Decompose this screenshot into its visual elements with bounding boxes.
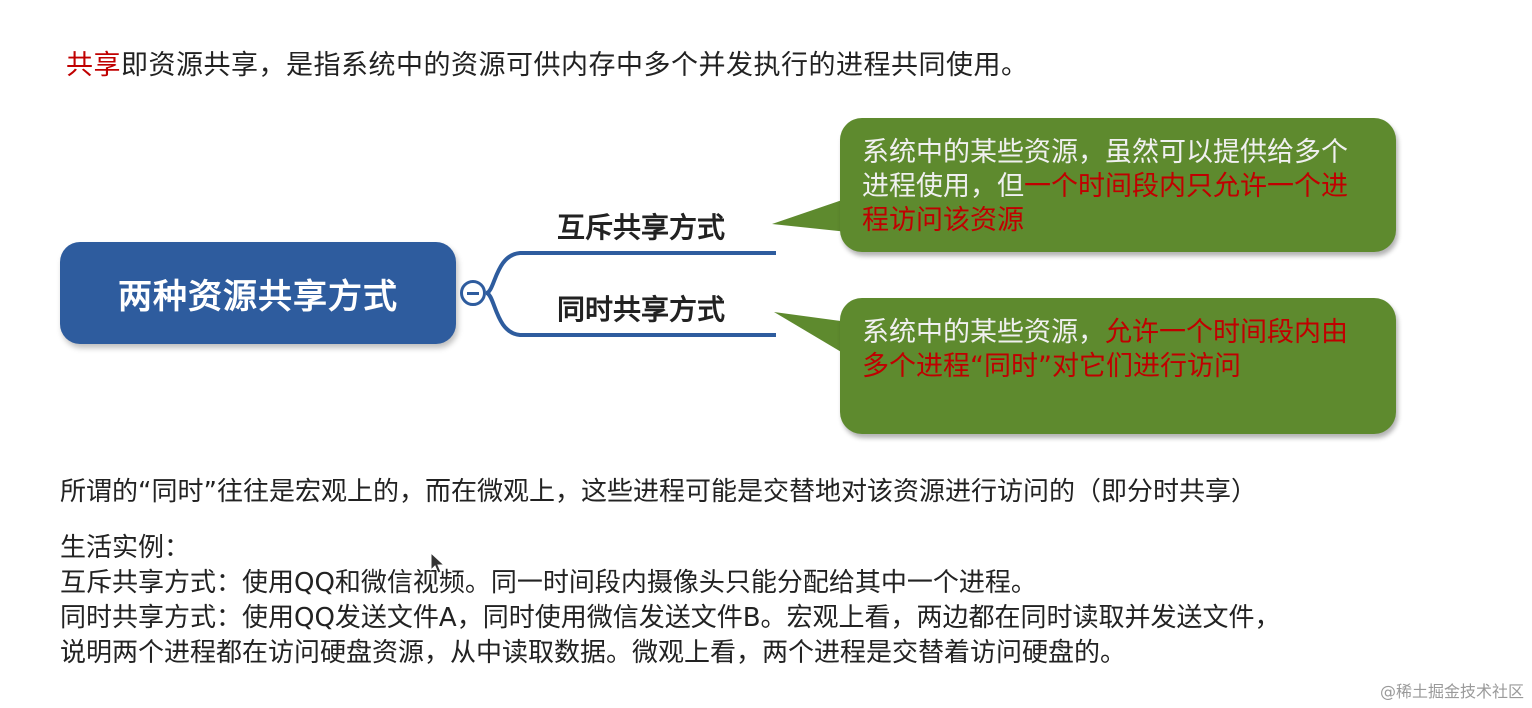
intro-rest: 即资源共享，是指系统中的资源可供内存中多个并发执行的进程共同使用。 — [121, 50, 1029, 81]
examples-title: 生活实例： — [60, 533, 191, 563]
callout-mutex-highlight: 一个时间段内只允许一个进程访问该资源 — [862, 171, 1348, 236]
callout-mutex: 系统中的某些资源，虽然可以提供给多个进程使用，但一个时间段内只允许一个进程访问该… — [840, 118, 1396, 252]
callout-mutex-text: 系统中的某些资源，虽然可以提供给多个进程使用，但 — [862, 137, 1348, 202]
watermark: @稀土掘金技术社区 — [1379, 682, 1524, 701]
callout-concurrent-text: 系统中的某些资源， — [862, 317, 1105, 348]
intro-highlight: 共享 — [66, 50, 121, 81]
intro-text: 共享即资源共享，是指系统中的资源可供内存中多个并发执行的进程共同使用。 — [66, 46, 1029, 86]
branch-concurrent-label[interactable]: 同时共享方式 — [557, 293, 726, 326]
mouse-cursor-icon — [430, 552, 446, 574]
example-mutex: 互斥共享方式：使用QQ和微信视频。同一时间段内摄像头只能分配给其中一个进程。 — [60, 568, 1037, 598]
callout-concurrent: 系统中的某些资源，允许一个时间段内由多个进程“同时”对它们进行访问 — [840, 298, 1396, 434]
mindmap-root-node[interactable]: 两种资源共享方式 — [60, 242, 456, 344]
collapse-minus-icon[interactable] — [460, 280, 486, 306]
example-concurrent-line2: 说明两个进程都在访问硬盘资源，从中读取数据。微观上看，两个进程是交替着访问硬盘的… — [60, 638, 1127, 668]
note-text: 所谓的“同时”往往是宏观上的，而在微观上，这些进程可能是交替地对该资源进行访问的… — [60, 477, 1257, 507]
callout-concurrent-highlight: 允许一个时间段内由多个进程“同时”对它们进行访问 — [862, 317, 1348, 382]
branch-mutex-label[interactable]: 互斥共享方式 — [557, 211, 726, 244]
example-concurrent-line1: 同时共享方式：使用QQ发送文件A，同时使用微信发送文件B。宏观上看，两边都在同时… — [60, 603, 1281, 633]
